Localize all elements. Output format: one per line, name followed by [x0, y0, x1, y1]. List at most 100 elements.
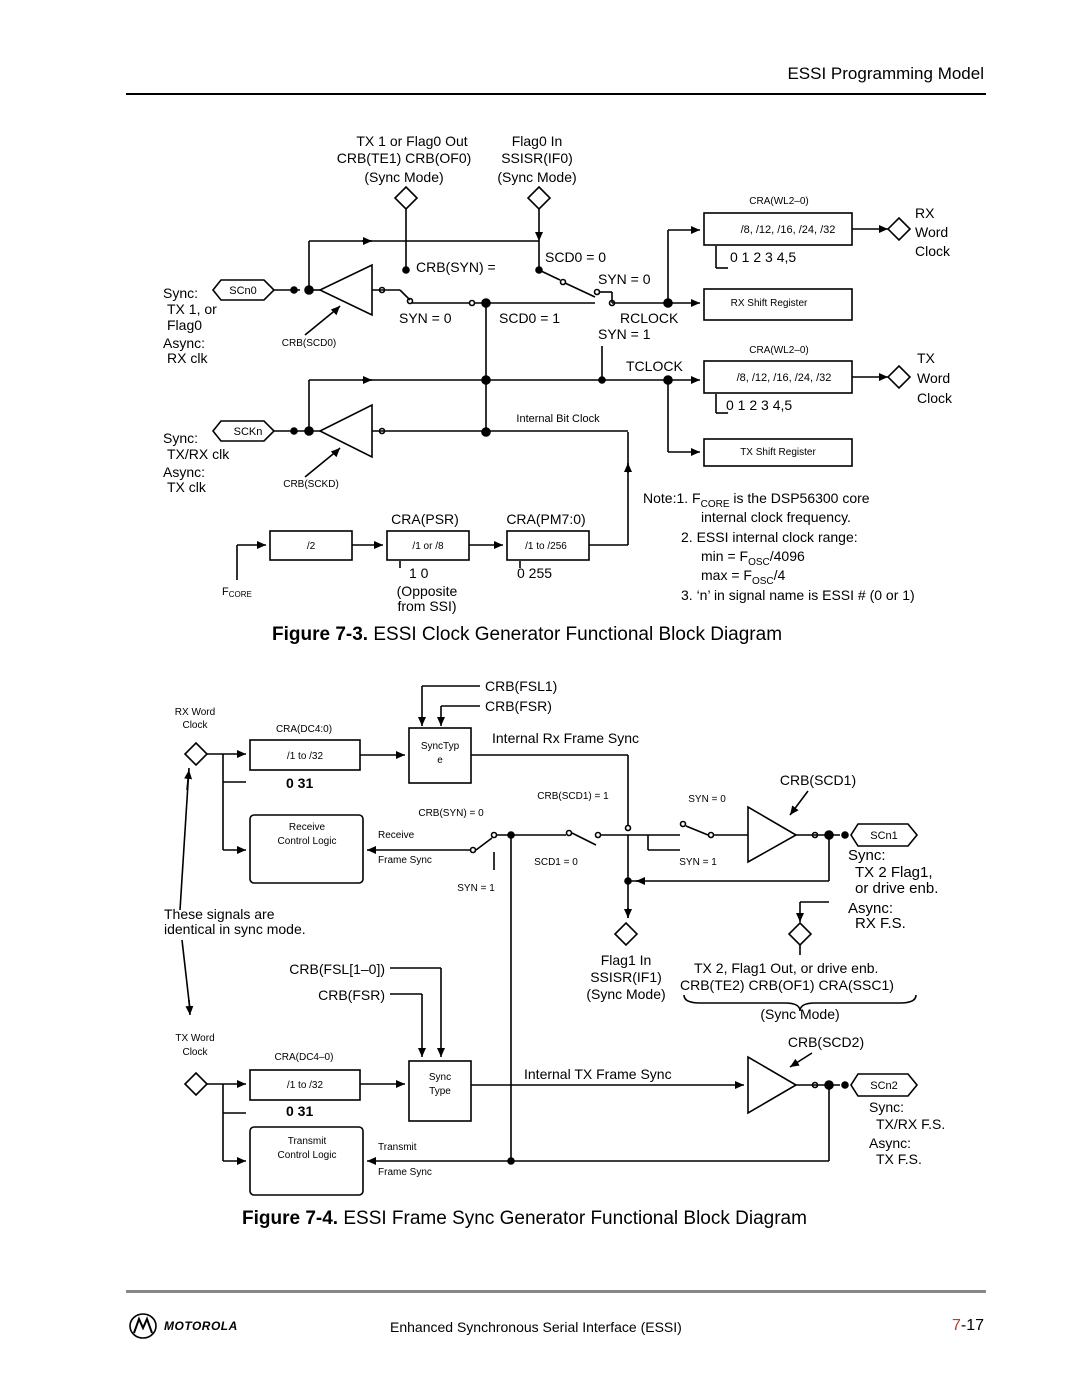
div1or8-label: /1 or /8: [412, 541, 444, 552]
sckn-desc-2: TX/RX clk: [167, 446, 230, 462]
scn1-pin: [850, 823, 919, 847]
cradc-rx-label: CRA(DC4:0): [276, 724, 332, 735]
crbscd2-label: CRB(SCD2): [788, 1034, 864, 1050]
tx-codes: 0 31: [286, 1103, 313, 1119]
tx-synctype-1: Sync: [429, 1072, 451, 1083]
note-2: 2. ESSI internal clock range:: [681, 529, 858, 545]
transmit-label: Transmit: [378, 1142, 417, 1153]
scn0-desc-3: Flag0: [167, 317, 202, 333]
crbfsr-mid-label: CRB(FSR): [318, 987, 385, 1003]
tx-flag-line3: (Sync Mode): [364, 169, 443, 185]
tx-word-clock-2: Word: [917, 370, 950, 386]
tx-flag-line1: TX 1 or Flag0 Out: [356, 133, 467, 149]
pm-codes: 0 255: [517, 565, 552, 581]
syn0-left-label: SYN = 0: [399, 310, 452, 326]
scn1-desc-5: RX F.S.: [855, 915, 906, 932]
scn1-desc-2: TX 2 Flag1,: [855, 864, 933, 881]
flag0-in-diamond: [526, 185, 552, 211]
tx-shift-label: TX Shift Register: [740, 447, 816, 458]
crapm-label: CRA(PM7:0): [506, 511, 585, 527]
motorola-logo: MOTOROLA: [128, 1312, 238, 1340]
psr-note-2: from SSI): [397, 598, 456, 614]
cradc-tx-label: CRA(DC4–0): [275, 1052, 334, 1063]
crbsyn0-label: CRB(SYN) = 0: [418, 808, 484, 819]
transmit-logic-1: Transmit: [288, 1136, 327, 1147]
page-chapter: 7: [951, 1317, 961, 1334]
crbfsl10-label: CRB(FSL[1–0]): [289, 961, 385, 977]
scn2-buffer: [747, 1055, 798, 1115]
sckn-pin: [211, 420, 276, 442]
frame-sync-tx-label: Frame Sync: [378, 1167, 432, 1178]
rx-codes: 0 31: [286, 775, 313, 791]
transmit-logic-2: Control Logic: [278, 1150, 337, 1161]
sckn-desc-4: TX clk: [167, 479, 207, 495]
note-1-cont: internal clock frequency.: [701, 509, 851, 525]
internal-bit-clock: Internal Bit Clock: [516, 413, 600, 425]
tx-synctype-box: [408, 1060, 472, 1122]
receive-logic-2: Control Logic: [278, 836, 337, 847]
cra-wl-tx-label: CRA(WL2–0): [749, 345, 808, 356]
crbscd1-label: CRB(SCD1): [780, 772, 856, 788]
scn0-label: SCn0: [229, 285, 257, 297]
wl-rx-codes: 0 1 2 3 4,5: [730, 249, 796, 265]
scn1-label: SCn1: [870, 830, 898, 842]
tx-synctype-2: Type: [429, 1086, 451, 1097]
motorola-wordmark: MOTOROLA: [164, 1319, 238, 1333]
header-rule: [126, 93, 986, 95]
syn-eq1-b: SYN = 1: [457, 883, 495, 894]
crapsr-label: CRA(PSR): [391, 511, 459, 527]
rx-div-label: /1 to /32: [287, 751, 324, 762]
tx-shift-register: [703, 438, 853, 467]
tx-word-clock-2: Clock: [182, 1047, 208, 1058]
page-number-rest: -17: [960, 1317, 984, 1334]
crbfsl1-label: CRB(FSL1): [485, 678, 557, 694]
div1to256-label: /1 to /256: [525, 541, 567, 552]
cra-wl-rx-label: CRA(WL2–0): [749, 196, 808, 207]
scd1-0-label: SCD1 = 0: [534, 857, 578, 868]
figure3-caption: Figure 7-3. ESSI Clock Generator Functio…: [272, 624, 782, 645]
flag1-in-diamond: [613, 921, 639, 947]
syn-eq0: SYN = 0: [688, 794, 726, 805]
scn0-pin: [211, 279, 276, 301]
syn0-right-label: SYN = 0: [598, 271, 651, 287]
crbscd1-eq1: CRB(SCD1) = 1: [537, 791, 609, 802]
sckn-label: SCKn: [234, 426, 263, 438]
scn1-buffer: [747, 805, 798, 864]
psr-note-1: (Opposite: [397, 583, 458, 599]
sckn-buffer: [318, 403, 373, 459]
syn1-label: SYN = 1: [598, 326, 651, 342]
figure4-caption: Figure 7-4. ESSI Frame Sync Generator Fu…: [242, 1208, 807, 1229]
crb-row: CRB(TE2) CRB(OF1) CRA(SSC1): [680, 977, 894, 993]
note-1: Note:1. FCORE is the DSP56300 core: [643, 490, 870, 510]
scn1-desc-3: or drive enb.: [855, 880, 938, 897]
tx-word-clock-3: Clock: [917, 390, 953, 406]
tx-word-clock-1: TX Word: [175, 1033, 214, 1044]
scd0-0-label: SCD0 = 0: [545, 249, 606, 265]
section-title: ESSI Programming Model: [787, 64, 984, 83]
receive-label: Receive: [378, 830, 415, 841]
note-3: 3. ‘n’ in signal name is ESSI # (0 or 1): [681, 587, 915, 603]
flag-in-line1: Flag0 In: [512, 133, 563, 149]
sckn-desc-1: Sync:: [163, 430, 198, 446]
tx-div-box: [249, 1069, 361, 1101]
page-number: 7-17: [952, 1317, 984, 1335]
sync-mode-label: (Sync Mode): [760, 1006, 839, 1022]
scn0-desc-1: Sync:: [163, 285, 198, 301]
note-2-max: max = FOSC/4: [701, 567, 786, 587]
figure-7-3: TX 1 or Flag0 Out CRB(TE1) CRB(OF0) (Syn…: [163, 133, 953, 614]
rx-word-clock-1: RX: [915, 205, 935, 221]
flag1-in-3: (Sync Mode): [586, 986, 665, 1002]
rclock-label: RCLOCK: [620, 310, 679, 326]
rx-word-clock-2: Clock: [182, 720, 208, 731]
internal-rx-fs: Internal Rx Frame Sync: [492, 730, 639, 746]
fcore-label: FCORE: [222, 586, 252, 599]
figure-7-4: CRB(FSL1) CRB(FSR) RX Word Clock CRA(DC4…: [164, 678, 945, 1196]
transmit-control-logic: [249, 1126, 364, 1196]
scn0-desc-4: Async:: [163, 335, 205, 351]
rx-word-clock-diamond: [886, 216, 912, 242]
scn1-desc-1: Sync:: [848, 847, 886, 864]
rx-word-clock-1: RX Word: [175, 707, 215, 718]
footer-rule: [126, 1290, 986, 1293]
tx-word-clock-diamond: [183, 1071, 209, 1097]
scn2-pin: [850, 1073, 919, 1097]
